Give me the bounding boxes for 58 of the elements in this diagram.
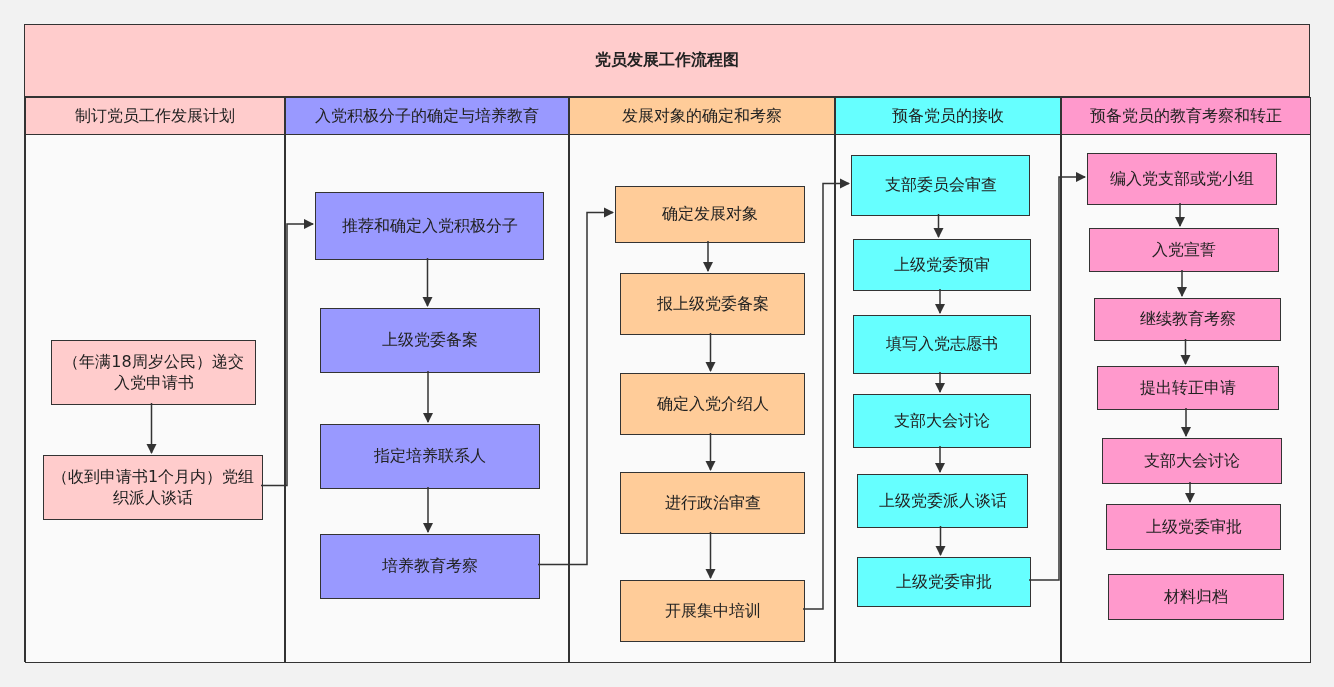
process-box: 继续教育考察: [1094, 298, 1281, 341]
process-box: 填写入党志愿书: [853, 315, 1031, 374]
lane-header: 发展对象的确定和考察: [622, 105, 782, 127]
arrow: [934, 288, 946, 315]
arrow: [934, 445, 946, 474]
process-box: 报上级党委备案: [620, 273, 805, 335]
arrow: [1028, 171, 1087, 581]
process-box: 开展集中培训: [620, 580, 805, 642]
process-box: 提出转正申请: [1097, 366, 1279, 410]
process-box: 材料归档: [1108, 574, 1284, 620]
arrow: [802, 178, 851, 610]
arrow: [422, 486, 434, 534]
arrow: [422, 257, 433, 308]
process-box: 培养教育考察: [320, 534, 540, 599]
process-box: 指定培养联系人: [320, 424, 540, 489]
swimlane: [25, 97, 285, 663]
process-box: 支部大会讨论: [853, 394, 1031, 448]
arrow: [702, 240, 714, 273]
pool-frame: [24, 24, 1310, 662]
arrow: [1180, 338, 1191, 366]
arrow: [1180, 407, 1192, 438]
process-box: （年满18周岁公民）递交入党申请书: [51, 340, 256, 405]
process-box: 支部大会讨论: [1102, 438, 1282, 484]
arrow: [705, 531, 716, 580]
swimlane: [569, 97, 835, 663]
process-box: 编入党支部或党小组: [1087, 153, 1277, 205]
process-box: 支部委员会审查: [851, 155, 1030, 216]
process-box: 确定发展对象: [615, 186, 805, 243]
arrow: [1176, 269, 1188, 298]
arrow: [422, 370, 434, 424]
process-box: 上级党委审批: [1106, 504, 1281, 550]
process-box: 上级党委备案: [320, 308, 540, 373]
lane-header: 制订党员工作发展计划: [75, 105, 235, 127]
arrow: [933, 213, 944, 239]
arrow: [1184, 481, 1196, 504]
arrow: [705, 432, 716, 472]
process-box: 上级党委派人谈话: [857, 474, 1028, 528]
arrow: [934, 371, 946, 394]
arrow: [537, 207, 615, 566]
lane-header: 预备党员的教育考察和转正: [1090, 105, 1282, 127]
process-box: 进行政治审查: [620, 472, 805, 534]
process-box: 上级党委预审: [853, 239, 1031, 291]
process-box: 确定入党介绍人: [620, 373, 805, 435]
arrow: [146, 402, 157, 455]
process-box: 推荐和确定入党积极分子: [315, 192, 544, 260]
lane-header: 预备党员的接收: [892, 105, 1004, 127]
arrow: [705, 332, 716, 373]
process-box: 入党宣誓: [1089, 228, 1279, 272]
pool-header: 党员发展工作流程图: [595, 50, 739, 71]
process-box: （收到申请书1个月内）党组织派人谈话: [43, 455, 263, 520]
swimlane: [835, 97, 1061, 663]
arrow: [260, 218, 315, 487]
process-box: 上级党委审批: [857, 557, 1031, 607]
lane-header: 入党积极分子的确定与培养教育: [315, 105, 539, 127]
arrow: [1174, 202, 1186, 228]
swimlane: [285, 97, 569, 663]
arrow: [935, 525, 946, 557]
swimlane: [1061, 97, 1311, 663]
